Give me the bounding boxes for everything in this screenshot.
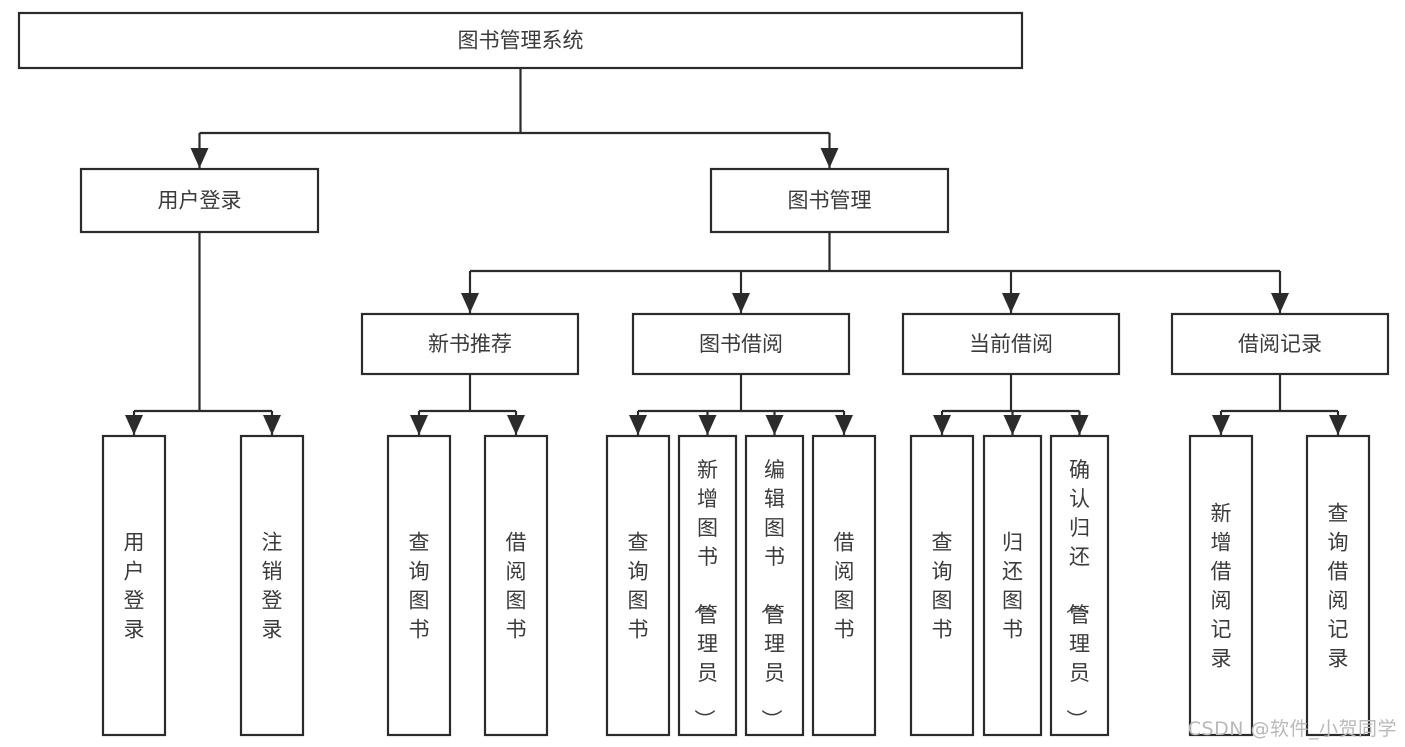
node-box-leaf-add-book[interactable] (677, 434, 738, 737)
node-label-leaf-borrow-book-a: 借阅图书 (506, 531, 527, 642)
node-label-leaf-add-record: 新增借阅记录 (1211, 502, 1232, 671)
node-label-root: 图书管理系统 (458, 29, 584, 53)
arrow-head-leaf-query-record (1329, 415, 1347, 435)
node-box-leaf-return-book[interactable] (982, 434, 1043, 737)
arrow-head-leaf-edit-book (765, 415, 784, 435)
node-leaf-borrow-book-b[interactable]: 借阅图书 (811, 434, 877, 737)
node-root[interactable]: 图书管理系统 (17, 11, 1024, 70)
arrow-head-leaf-query-book-b (629, 415, 647, 435)
node-label-book-management: 图书管理 (788, 189, 872, 213)
node-leaf-query-book-a[interactable]: 查询图书 (386, 434, 452, 737)
node-user-login[interactable]: 用户登录 (79, 167, 320, 234)
node-current-borrow[interactable]: 当前借阅 (901, 312, 1121, 376)
node-label-leaf-query-book-b: 查询图书 (628, 531, 649, 642)
node-box-leaf-query-book-c[interactable] (909, 434, 975, 737)
node-box-user-login[interactable] (79, 167, 320, 234)
arrow-head-book-borrow (732, 293, 750, 313)
node-borrow-record[interactable]: 借阅记录 (1170, 312, 1390, 376)
arrow-head-current-borrow (1002, 293, 1020, 313)
node-label-leaf-user-login: 用户登录 (124, 531, 145, 642)
node-box-borrow-record[interactable] (1170, 312, 1390, 376)
node-label-leaf-user-logout: 注销登录 (262, 531, 283, 642)
connectors-layer (125, 68, 1347, 436)
node-box-leaf-user-login[interactable] (101, 434, 167, 737)
node-box-leaf-edit-book[interactable] (744, 434, 805, 737)
node-leaf-borrow-book-a[interactable]: 借阅图书 (483, 434, 549, 737)
node-leaf-add-record[interactable]: 新增借阅记录 (1188, 434, 1254, 737)
node-label-borrow-record: 借阅记录 (1238, 332, 1322, 356)
node-box-leaf-confirm-return[interactable] (1049, 434, 1110, 737)
node-label-leaf-edit-book: 编辑图书（管理员） (759, 458, 785, 730)
node-box-leaf-query-book-a[interactable] (386, 434, 452, 737)
node-label-user-login: 用户登录 (158, 189, 242, 213)
node-label-new-book-recommend: 新书推荐 (428, 332, 512, 356)
node-box-new-book-recommend[interactable] (360, 312, 580, 376)
arrow-head-book-management (820, 148, 839, 168)
node-box-leaf-query-book-b[interactable] (605, 434, 671, 737)
arrow-head-leaf-confirm-return (1070, 415, 1089, 435)
node-box-leaf-borrow-book-a[interactable] (483, 434, 549, 737)
node-leaf-return-book[interactable]: 归还图书 (982, 434, 1043, 737)
arrow-head-leaf-query-book-a (410, 415, 428, 435)
node-new-book-recommend[interactable]: 新书推荐 (360, 312, 580, 376)
arrow-head-leaf-return-book (1003, 415, 1022, 435)
node-leaf-confirm-return[interactable]: 确认归还（管理员） (1049, 434, 1110, 737)
node-label-leaf-query-record: 查询借阅记录 (1328, 502, 1349, 671)
nodes-layer: 图书管理系统用户登录图书管理新书推荐图书借阅当前借阅借阅记录用户登录注销登录查询… (17, 11, 1390, 737)
node-leaf-user-logout[interactable]: 注销登录 (239, 434, 305, 737)
arrow-head-leaf-user-logout (263, 415, 281, 435)
node-leaf-query-book-b[interactable]: 查询图书 (605, 434, 671, 737)
node-box-book-management[interactable] (709, 167, 950, 234)
arrow-head-leaf-user-login (125, 415, 143, 435)
node-leaf-query-record[interactable]: 查询借阅记录 (1305, 434, 1371, 737)
node-label-leaf-query-book-a: 查询图书 (409, 531, 430, 642)
node-book-borrow[interactable]: 图书借阅 (631, 312, 851, 376)
arrow-head-leaf-add-record (1212, 415, 1230, 435)
node-box-leaf-query-record[interactable] (1305, 434, 1371, 737)
node-box-root[interactable] (17, 11, 1024, 70)
arrow-head-leaf-borrow-book-a (507, 415, 525, 435)
arrow-head-user-login (190, 148, 209, 168)
node-leaf-query-book-c[interactable]: 查询图书 (909, 434, 975, 737)
node-box-leaf-user-logout[interactable] (239, 434, 305, 737)
node-box-book-borrow[interactable] (631, 312, 851, 376)
node-book-management[interactable]: 图书管理 (709, 167, 950, 234)
node-box-current-borrow[interactable] (901, 312, 1121, 376)
node-leaf-user-login[interactable]: 用户登录 (101, 434, 167, 737)
node-label-book-borrow: 图书借阅 (699, 332, 783, 356)
arrow-head-leaf-borrow-book-b (835, 415, 853, 435)
node-label-leaf-return-book: 归还图书 (1002, 531, 1023, 642)
node-box-leaf-borrow-book-b[interactable] (811, 434, 877, 737)
node-label-leaf-add-book: 新增图书（管理员） (692, 458, 718, 730)
node-label-leaf-query-book-c: 查询图书 (932, 531, 953, 642)
arrow-head-leaf-add-book (698, 415, 717, 435)
node-leaf-edit-book[interactable]: 编辑图书（管理员） (744, 434, 805, 737)
node-label-current-borrow: 当前借阅 (969, 332, 1053, 356)
node-leaf-add-book[interactable]: 新增图书（管理员） (677, 434, 738, 737)
arrow-head-borrow-record (1271, 293, 1289, 313)
node-label-leaf-confirm-return: 确认归还（管理员） (1064, 458, 1090, 730)
arrow-head-new-book-recommend (461, 293, 479, 313)
node-label-leaf-borrow-book-b: 借阅图书 (834, 531, 855, 642)
arrow-head-leaf-query-book-c (933, 415, 951, 435)
node-box-leaf-add-record[interactable] (1188, 434, 1254, 737)
